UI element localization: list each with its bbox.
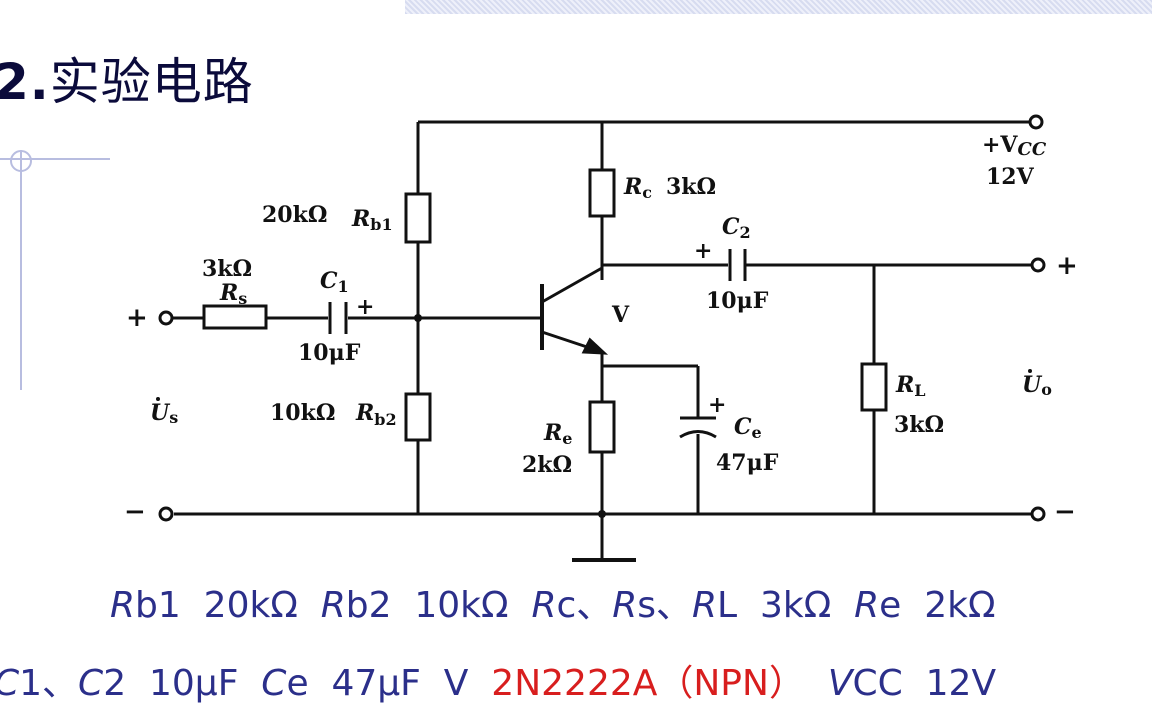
resistors: [202, 168, 888, 454]
rb1-label: Rb1: [351, 206, 393, 234]
param-segment: L 3kΩ: [717, 585, 855, 626]
capacitors: [328, 249, 747, 439]
param-segment: C: [78, 663, 104, 704]
title-number: 2.: [0, 53, 50, 111]
param-segment: C: [261, 663, 287, 704]
terminals: [158, 114, 1046, 522]
re-label: Re: [543, 420, 572, 448]
param-segment: R: [692, 585, 718, 626]
param-segment: R: [320, 585, 346, 626]
ce-value: 47μF: [716, 450, 779, 476]
resistor-rs: [202, 304, 268, 330]
rb2-value: 10kΩ: [270, 400, 335, 426]
in-plus-sign: +: [126, 303, 148, 333]
slide-title: 2.实验电路: [0, 42, 254, 114]
rc-label: Rc: [623, 174, 652, 202]
terminal-in-minus: [158, 506, 174, 522]
c2-value: 10μF: [706, 288, 769, 314]
rc-value: 3kΩ: [666, 174, 716, 200]
terminal-out-minus: [1030, 506, 1046, 522]
param-segment: R: [612, 585, 638, 626]
param-segment: R: [110, 585, 136, 626]
side-decor-rule: [20, 150, 22, 390]
c1-label: C1: [320, 268, 349, 296]
us-dot: [156, 397, 160, 401]
resistor-re: [588, 400, 616, 454]
rb2-label: Rb2: [355, 400, 397, 429]
title-text: 实验电路: [49, 53, 254, 111]
resistor-rc: [588, 168, 616, 218]
resistor-rb2: [404, 392, 432, 442]
param-segment: R: [531, 585, 557, 626]
transistor-label: V: [611, 302, 630, 328]
ce-label: Ce: [734, 414, 762, 442]
param-segment: C: [0, 663, 19, 704]
terminal-out-plus: [1030, 257, 1046, 273]
param-segment: [805, 663, 828, 704]
param-segment: s、: [637, 585, 693, 626]
us-label: Us: [150, 400, 178, 427]
rs-label: Rs: [219, 280, 247, 308]
vcc-label: +VCC: [982, 132, 1047, 160]
ce-plus: +: [708, 392, 726, 418]
rl-label: RL: [895, 372, 926, 400]
resistor-rb1: [404, 192, 432, 244]
uo-label: Uo: [1022, 372, 1052, 399]
terminal-vcc: [1028, 114, 1044, 130]
param-segment: e 2kΩ: [879, 585, 996, 626]
out-plus-sign: +: [1056, 251, 1078, 281]
out-minus-sign: −: [1054, 497, 1076, 527]
header-decor-band: [405, 0, 1152, 14]
param-segment: b1 20kΩ: [135, 585, 321, 626]
param-segment: b2 10kΩ: [345, 585, 532, 626]
c1-value: 10μF: [298, 340, 361, 366]
in-minus-sign: −: [124, 497, 146, 527]
side-decor-circle: [10, 150, 32, 172]
transistor-symbol: [540, 266, 609, 355]
terminal-in-plus: [158, 310, 174, 326]
capacitor-ce-plate-b: [679, 430, 717, 439]
rs-value: 3kΩ: [202, 256, 252, 282]
side-decor-rule-h: [0, 158, 110, 160]
param-segment: c、: [556, 585, 613, 626]
c2-plus: +: [694, 238, 712, 264]
param-segment: CC 12V: [852, 663, 997, 704]
rl-value: 3kΩ: [894, 412, 944, 438]
uo-dot: [1028, 369, 1032, 373]
re-value: 2kΩ: [522, 452, 572, 478]
resistor-rl: [860, 362, 888, 412]
param-segment: R: [854, 585, 880, 626]
c2-label: C2: [722, 214, 751, 242]
vcc-value: 12V: [986, 164, 1035, 190]
rb1-value: 20kΩ: [262, 202, 327, 228]
param-segment: 2 10μF: [103, 663, 262, 704]
component-labels: +VCC 12V 20kΩ Rb1 10kΩ Rb2 Rc 3kΩ 3kΩ Rs…: [124, 132, 1078, 527]
junctions: [414, 314, 606, 518]
parameter-line-1: Rb1 20kΩ Rb2 10kΩ Rc、Rs、RL 3kΩ Re 2kΩ: [110, 576, 995, 628]
parameter-line-2: C1、C2 10μF Ce 47μF V 2N2222A（NPN） VCC 12…: [0, 654, 996, 706]
param-segment: 1、: [19, 663, 79, 704]
param-segment: V: [827, 663, 853, 704]
c1-plus: +: [356, 294, 374, 320]
param-segment: e 47μF V: [286, 663, 492, 704]
param-segment: 2N2222A（NPN）: [491, 663, 805, 704]
